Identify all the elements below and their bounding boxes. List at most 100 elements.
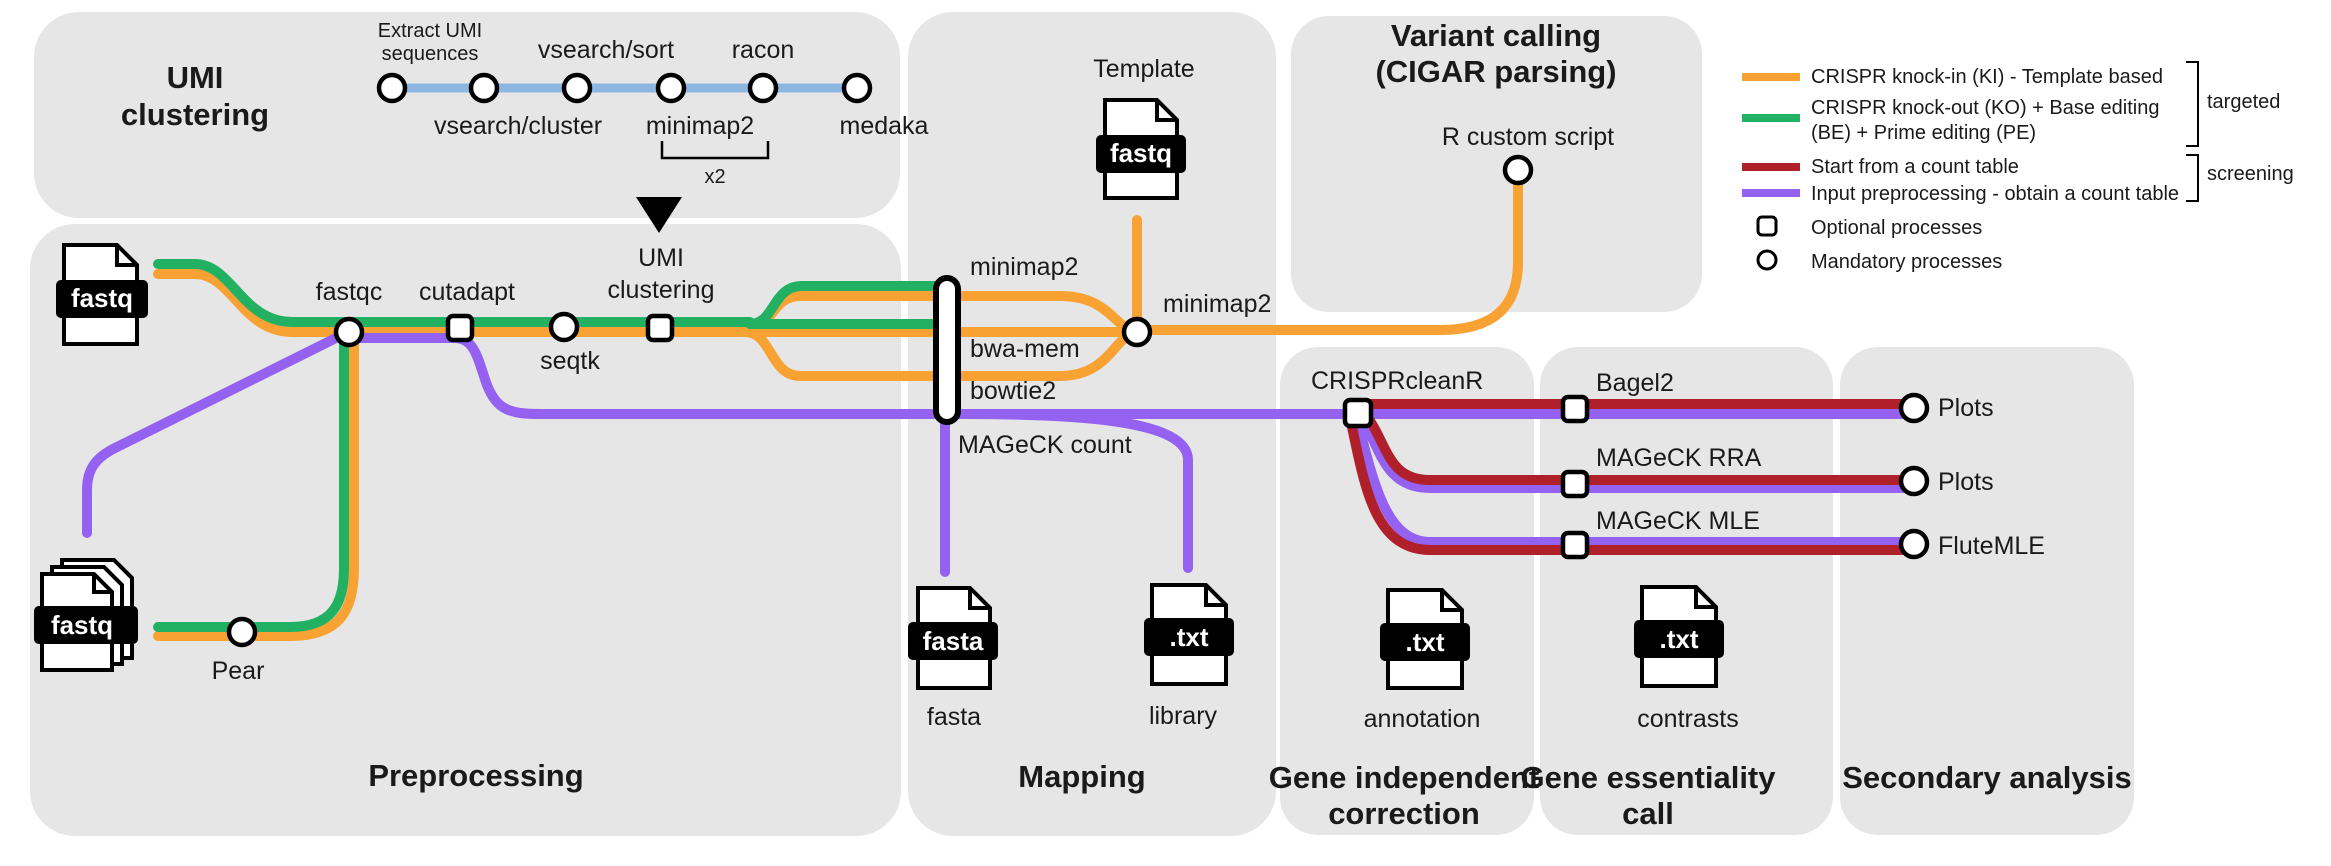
ki-pear xyxy=(153,325,359,641)
fasta-file-icon: fasta xyxy=(908,586,998,690)
label-r-script: R custom script xyxy=(1442,123,1614,151)
preproc-library xyxy=(955,409,1193,573)
repeat-bracket xyxy=(660,141,770,160)
fastq-single-text: fastq xyxy=(71,283,133,313)
legend-label-optional: Optional processes xyxy=(1811,217,1982,239)
label-umi-sort: vsearch/sort xyxy=(538,36,674,64)
legend-label-ki: CRISPR knock-in (KI) - Template based xyxy=(1811,66,2163,88)
label-mageck-rra: MAGeCK RRA xyxy=(1596,444,1762,472)
node-umi-minimap2 xyxy=(655,72,687,104)
ko-from-fastq xyxy=(153,259,755,327)
node-seqtk xyxy=(548,311,580,343)
file-icons: fastq fastq fastq fasta fasta xyxy=(34,98,1739,733)
legend-label-count: Start from a count table xyxy=(1811,156,2019,178)
panel-umi xyxy=(34,12,900,218)
label-annotation: annotation xyxy=(1364,705,1481,733)
node-bagel2 xyxy=(1560,394,1590,424)
legend-label-preproc: Input preprocessing - obtain a count tab… xyxy=(1811,183,2179,205)
label-repeat: x2 xyxy=(704,166,725,188)
mapping-hub-bar xyxy=(933,275,961,425)
title-secondary: Secondary analysis xyxy=(1842,760,2132,795)
label-plots1: Plots xyxy=(1938,394,1994,422)
legend-label-mandatory: Mandatory processes xyxy=(1811,251,2002,273)
node-cutadapt xyxy=(445,313,475,343)
node-umi-clustering xyxy=(645,313,675,343)
node-r-script xyxy=(1502,154,1534,186)
contrasts-text: .txt xyxy=(1660,624,1699,654)
ki-branch-bottom xyxy=(740,327,950,381)
library-file-icon: .txt xyxy=(1144,583,1234,686)
node-minimap2-template xyxy=(1121,316,1153,348)
label-contrasts: contrasts xyxy=(1637,705,1738,733)
node-mageck-rra xyxy=(1560,469,1590,499)
label-pear: Pear xyxy=(212,657,265,685)
label-fasta: fasta xyxy=(927,703,981,731)
node-umi-racon xyxy=(747,72,779,104)
label-library: library xyxy=(1149,702,1218,730)
node-umi-cluster xyxy=(468,72,500,104)
fastq-single-file-icon: fastq xyxy=(56,243,148,346)
label-flutemle: FluteMLE xyxy=(1938,532,2045,560)
node-pear xyxy=(226,616,258,648)
title-mapping: Mapping xyxy=(1018,759,1145,794)
label-targeted: targeted xyxy=(2207,91,2280,113)
node-crisprcleanr xyxy=(1342,397,1374,429)
label-umi-minimap2: minimap2 xyxy=(646,112,754,140)
node-mageck-mle xyxy=(1560,530,1590,560)
legend-label-ko: CRISPR knock-out (KO) + Base editing(BE)… xyxy=(1811,97,2159,144)
fastq-paired-file-icon: fastq xyxy=(34,558,138,672)
preproc-lines xyxy=(82,327,1915,577)
ko-pear xyxy=(153,325,349,632)
label-minimap2-top: minimap2 xyxy=(970,253,1078,281)
umi-pointer-triangle xyxy=(636,197,682,233)
label-cutadapt: cutadapt xyxy=(419,278,515,306)
fastq-template-file-icon: fastq xyxy=(1096,98,1186,200)
node-plots2 xyxy=(1898,465,1930,497)
legend-optional-icon xyxy=(1756,215,1778,237)
label-bwa-mem: bwa-mem xyxy=(970,335,1080,363)
fasta-text: fasta xyxy=(923,626,984,656)
annotation-file-icon: .txt xyxy=(1380,588,1470,690)
library-text: .txt xyxy=(1170,622,1209,652)
label-umi-racon: racon xyxy=(732,36,795,64)
label-minimap2-template: minimap2 xyxy=(1163,290,1271,318)
label-bagel2: Bagel2 xyxy=(1596,369,1674,397)
node-flutemle xyxy=(1898,528,1930,560)
bracket-screening xyxy=(2186,154,2199,202)
node-plots1 xyxy=(1898,392,1930,424)
fastq-template-text: fastq xyxy=(1110,138,1172,168)
panel-variant xyxy=(1291,16,1702,312)
node-umi-sort xyxy=(561,72,593,104)
node-fastqc xyxy=(333,316,365,348)
preproc-to-mle xyxy=(1350,409,1915,547)
label-template: Template xyxy=(1093,55,1194,83)
ko-lines xyxy=(153,259,950,632)
ki-from-fastq xyxy=(153,269,745,337)
bracket-targeted xyxy=(2186,61,2199,147)
label-umi-medaka: medaka xyxy=(840,112,929,140)
legend-mandatory-icon xyxy=(1756,249,1778,271)
label-seqtk: seqtk xyxy=(540,347,600,375)
title-preprocessing: Preprocessing xyxy=(368,758,583,793)
label-screening: screening xyxy=(2207,163,2294,185)
contrasts-file-icon: .txt xyxy=(1634,585,1724,688)
label-crisprcleanr: CRISPRcleanR xyxy=(1311,367,1483,395)
node-umi-extract xyxy=(376,72,408,104)
legend: CRISPR knock-in (KI) - Template based CR… xyxy=(1742,61,2294,273)
title-variant: Variant calling(CIGAR parsing) xyxy=(1375,18,1616,89)
label-fastqc: fastqc xyxy=(316,278,383,306)
label-mageck-mle: MAGeCK MLE xyxy=(1596,507,1760,535)
label-plots2: Plots xyxy=(1938,468,1994,496)
label-umi-cluster: vsearch/cluster xyxy=(434,112,602,140)
fastq-paired-text: fastq xyxy=(51,610,113,640)
preproc-fastq-paired xyxy=(82,327,353,538)
nodes xyxy=(226,154,1930,648)
